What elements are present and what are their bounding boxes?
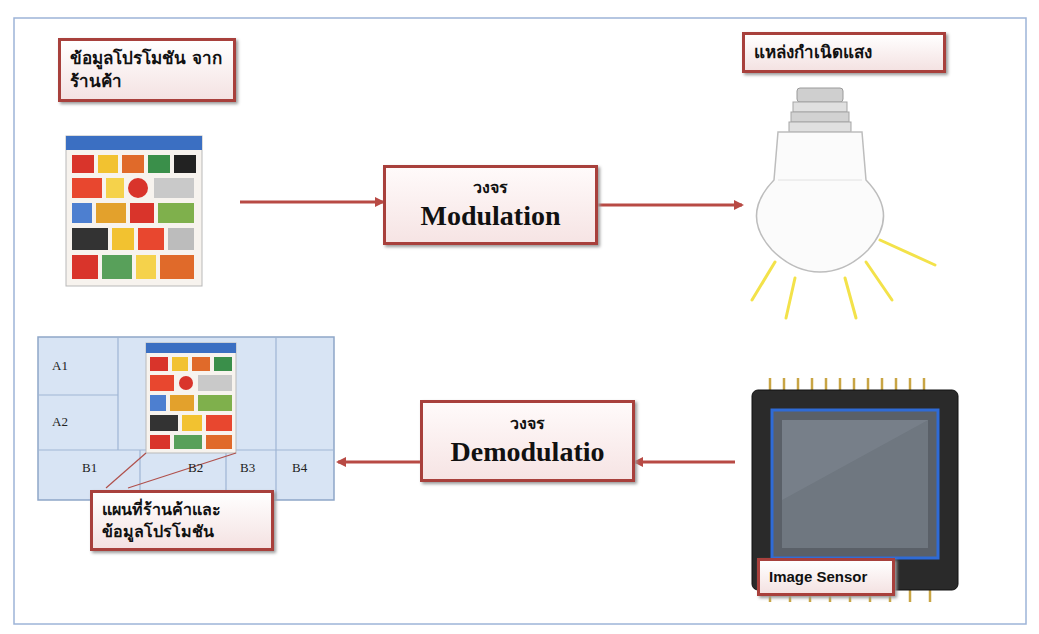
image-sensor-chip (752, 378, 958, 602)
label-text: แผนที่ร้านค้าและ ข้อมูลโปรโมชัน (102, 499, 262, 542)
light-bulb (752, 88, 935, 318)
label-text: Image Sensor (769, 567, 883, 587)
label-text: แหล่งกำเนิดแสง (754, 41, 934, 64)
store-map (38, 337, 334, 500)
process-box: วงจรDemodulatio (420, 400, 635, 482)
box-title: Modulation (420, 198, 560, 233)
map-cell-label: B1 (80, 460, 99, 476)
label-box: แหล่งกำเนิดแสง (742, 32, 946, 73)
flow-arrow (338, 461, 420, 464)
process-box: วงจรModulation (383, 165, 598, 245)
labelled-picture: ข้อมูลโปรโมชัน จากร้านค้า (58, 38, 240, 293)
label-box: Image Sensor (757, 558, 895, 596)
label-box: แผนที่ร้านค้าและ ข้อมูลโปรโมชัน (90, 490, 274, 551)
box-heading: วงจร (473, 178, 508, 198)
map-cell-label: A2 (50, 414, 70, 430)
box-heading: วงจร (510, 414, 545, 434)
map-cell-label: B4 (290, 460, 309, 476)
flow-arrow (598, 204, 742, 207)
labelled-picture: แหล่งกำเนิดแสง (742, 32, 952, 322)
map-cell-label: B2 (186, 460, 205, 476)
label-text: ข้อมูลโปรโมชัน จากร้านค้า (70, 47, 224, 93)
flow-arrow (240, 201, 383, 204)
map-cell-label: A1 (50, 358, 70, 374)
label-box: ข้อมูลโปรโมชัน จากร้านค้า (58, 38, 236, 102)
labelled-picture: Image Sensor (735, 372, 970, 607)
promo-flyer (66, 136, 202, 286)
box-title: Demodulatio (451, 434, 605, 469)
map-cell-label: B3 (238, 460, 257, 476)
frame (14, 18, 1026, 624)
flow-arrow (635, 461, 735, 464)
labelled-picture: แผนที่ร้านค้าและ ข้อมูลโปรโมชัน (38, 335, 338, 580)
